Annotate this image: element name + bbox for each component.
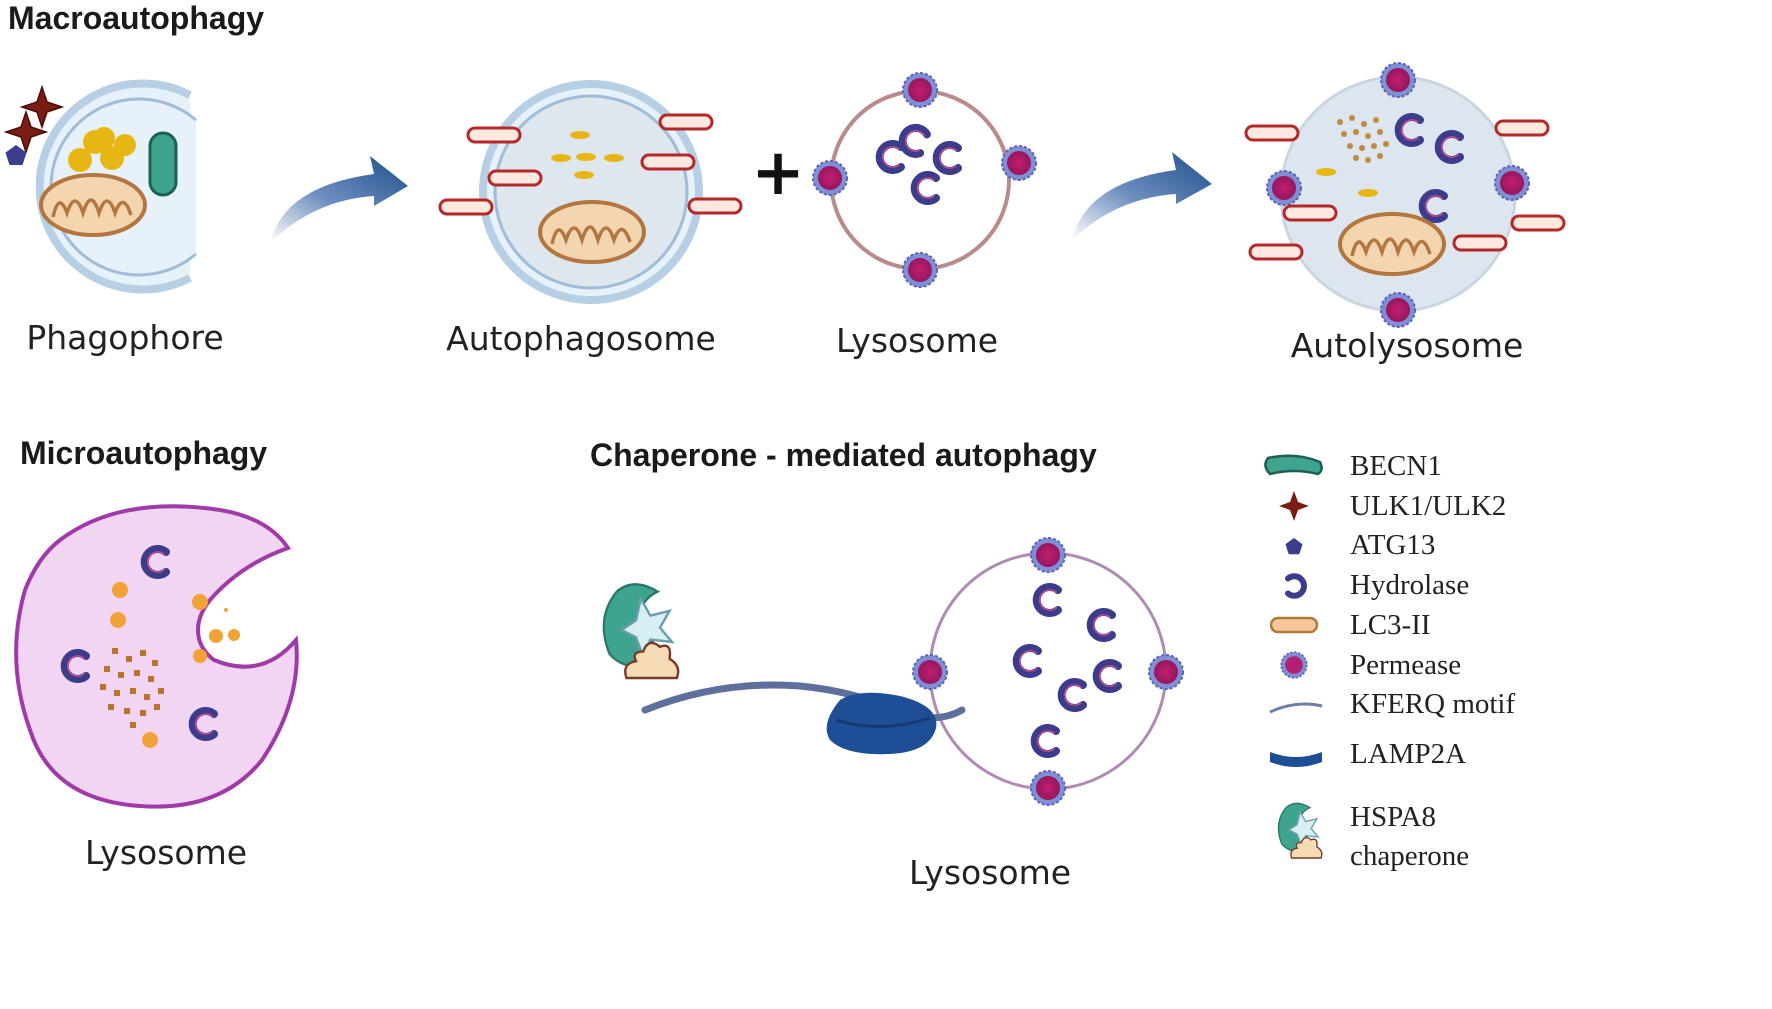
microautophagy-lysosome-illustration — [14, 504, 299, 809]
legend: BECN1 ULK1/ULK2 ATG13 Hydrolase LC3-II — [1264, 450, 1515, 872]
transition-arrow-1 — [270, 156, 408, 243]
ulk-star-icon — [1279, 491, 1309, 521]
autolysosome-illustration — [1244, 62, 1566, 328]
legend-item-lc3: LC3-II — [1269, 609, 1431, 641]
kferq-line-icon — [1269, 702, 1323, 714]
legend-label-atg13: ATG13 — [1350, 529, 1435, 561]
legend-label-lamp2a: LAMP2A — [1350, 738, 1466, 770]
legend-item-atg13: ATG13 — [1285, 529, 1435, 561]
legend-label-hspa8: HSPA8 — [1350, 801, 1436, 833]
atg13-pentagon-icon — [1285, 538, 1303, 555]
legend-item-ulk: ULK1/ULK2 — [1279, 490, 1506, 522]
hydrolase-icon — [1285, 573, 1307, 599]
legend-item-becn1: BECN1 — [1264, 450, 1442, 482]
autophagosome-label: Autophagosome — [446, 319, 716, 358]
legend-item-permease: Permease — [1280, 649, 1461, 681]
phagophore-illustration — [5, 79, 197, 294]
legend-label-permease: Permease — [1350, 649, 1461, 681]
legend-label-kferq: KFERQ motif — [1350, 688, 1515, 720]
legend-item-kferq: KFERQ motif — [1269, 688, 1515, 720]
plus-operator: + — [751, 136, 805, 210]
legend-item-lamp2a: LAMP2A — [1270, 738, 1466, 770]
lysosome-label: Lysosome — [836, 321, 998, 360]
legend-label-ulk: ULK1/ULK2 — [1350, 490, 1506, 522]
lc3-capsule-icon — [1269, 616, 1319, 634]
cma-lysosome-label: Lysosome — [909, 853, 1071, 892]
transition-arrow-2 — [1072, 152, 1212, 240]
lysosome-illustration — [812, 72, 1037, 288]
macroautophagy-title: Macroautophagy — [8, 0, 264, 36]
permease-icon — [1280, 651, 1308, 679]
cma-illustration — [602, 537, 1184, 806]
chaperone-autophagy-title: Chaperone - mediated autophagy — [590, 437, 1097, 473]
microautophagy-lysosome-label: Lysosome — [85, 833, 247, 872]
microautophagy-title: Microautophagy — [20, 435, 267, 471]
legend-item-hydrolase: Hydrolase — [1285, 569, 1469, 601]
legend-label-becn1: BECN1 — [1350, 450, 1442, 482]
legend-label-hspa8-line2: chaperone — [1350, 840, 1469, 872]
legend-label-lc3: LC3-II — [1350, 609, 1431, 641]
phagophore-label: Phagophore — [26, 318, 223, 357]
autolysosome-label: Autolysosome — [1291, 326, 1524, 365]
legend-label-hydrolase: Hydrolase — [1350, 569, 1469, 601]
autophagosome-illustration — [438, 80, 743, 304]
hspa8-chaperone-icon — [1277, 802, 1323, 859]
lamp2a-icon — [1270, 752, 1322, 767]
legend-item-hspa8: HSPA8 chaperone — [1277, 801, 1469, 872]
becn1-icon — [1264, 454, 1323, 476]
